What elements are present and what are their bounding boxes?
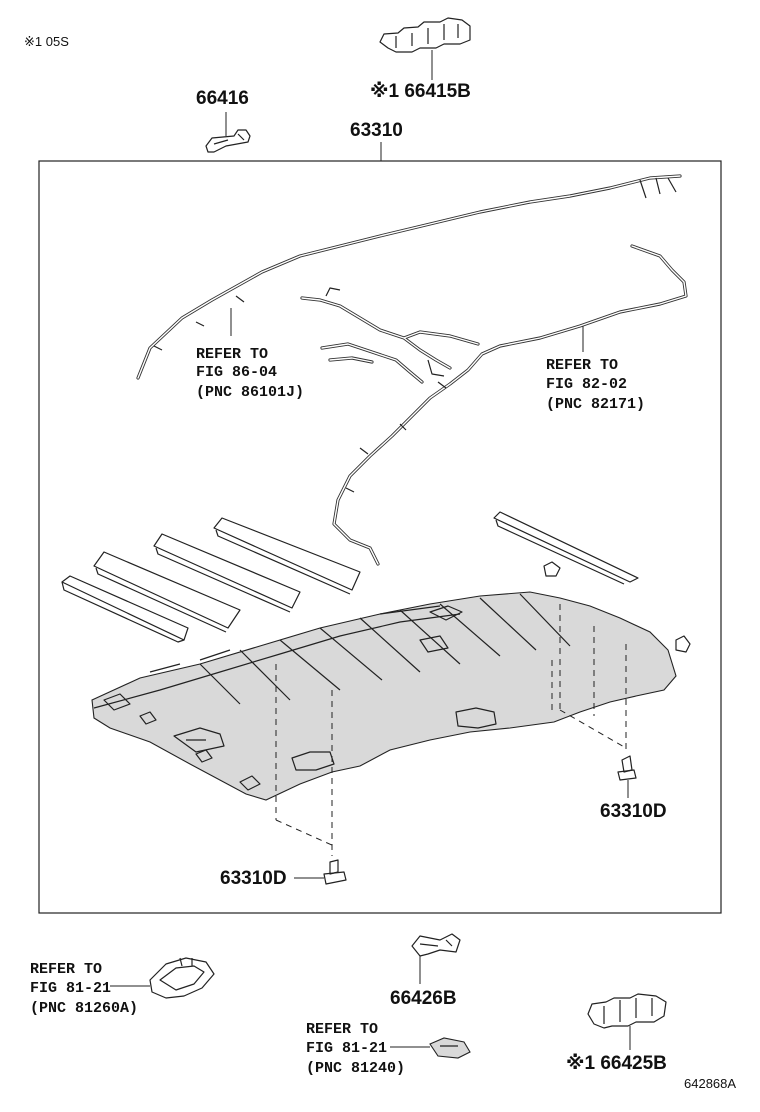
label-63310d-right: 63310D bbox=[600, 801, 667, 822]
part-66426b bbox=[411, 933, 461, 984]
part-66416 bbox=[205, 112, 251, 153]
map-lamp-81260a bbox=[110, 957, 215, 999]
ref-fig-81-21-b: REFER TO FIG 81-21 (PNC 81240) bbox=[306, 1021, 405, 1077]
clip-63310d-left bbox=[294, 859, 347, 885]
label-63310: 63310 bbox=[350, 120, 403, 141]
assembly-frame bbox=[38, 160, 722, 914]
figure-code: 642868A bbox=[684, 1076, 736, 1091]
label-66426b: 66426B bbox=[390, 988, 457, 1009]
ref-fig-86-04: REFER TO FIG 86-04 (PNC 86101J) bbox=[196, 346, 304, 401]
part-66415b bbox=[379, 17, 471, 80]
headliner-pads bbox=[61, 511, 691, 653]
wire-harness-center bbox=[230, 244, 688, 566]
ref-fig-81-21-a: REFER TO FIG 81-21 (PNC 81260A) bbox=[30, 961, 138, 1017]
locator-lines bbox=[275, 604, 627, 856]
part-66425b bbox=[587, 993, 667, 1050]
wire-harness-upper bbox=[136, 174, 682, 380]
headliner-body bbox=[91, 591, 677, 801]
room-lamp-81240 bbox=[390, 1037, 471, 1059]
ref-fig-82-02: REFER TO FIG 82-02 (PNC 82171) bbox=[546, 357, 645, 413]
label-66425b: ※1 66425B bbox=[566, 1053, 667, 1074]
clip-63310d-right bbox=[617, 755, 637, 798]
label-66416: 66416 bbox=[196, 88, 249, 109]
label-63310d-left: 63310D bbox=[220, 868, 287, 889]
label-66415b: ※1 66415B bbox=[370, 81, 471, 102]
note-top: ※1 05S bbox=[24, 34, 69, 49]
